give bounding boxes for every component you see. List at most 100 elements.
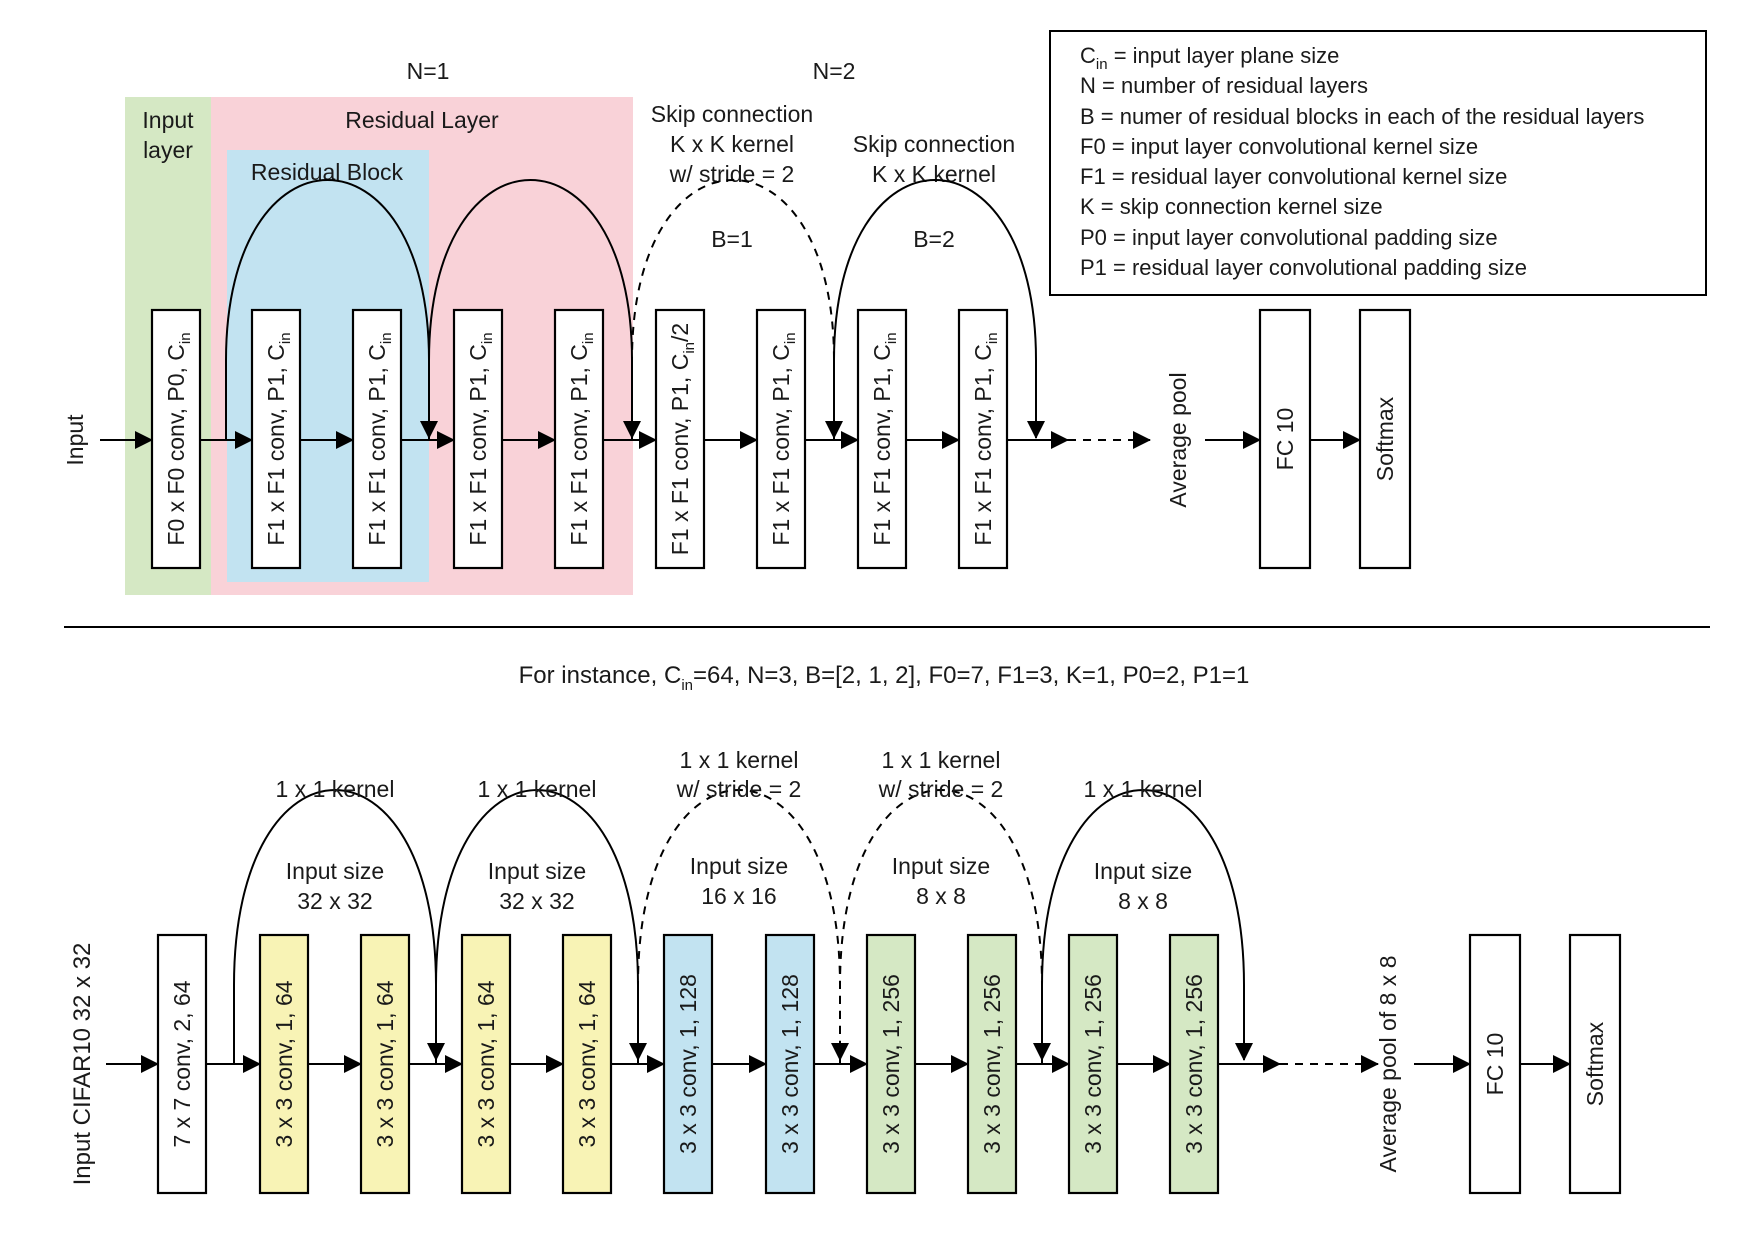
skip2-label-2: K x K kernel xyxy=(872,161,996,187)
bottom-input-label: Input CIFAR10 32 x 32 xyxy=(69,943,96,1186)
top-conv-block-8 xyxy=(856,308,908,570)
bottom-skip-stride-3: w/ stride = 2 xyxy=(676,776,802,802)
top-conv-block-3 xyxy=(351,308,403,570)
bottom-skip-label-2: 1 x 1 kernel xyxy=(478,776,597,802)
bottom-conv-block-2 xyxy=(258,933,310,1195)
bottom-conv-label-2: 3 x 3 conv, 1, 64 xyxy=(271,980,297,1147)
top-conv-label-6: F1 x F1 conv, P1, Cin/2 xyxy=(667,323,698,555)
bottom-conv-label-4: 3 x 3 conv, 1, 64 xyxy=(473,980,499,1147)
legend-line-8: P1 = residual layer convolutional paddin… xyxy=(1080,255,1527,280)
top-avg-pool-label: Average pool xyxy=(1165,372,1191,507)
bottom-avg-pool-label: Average pool of 8 x 8 xyxy=(1375,956,1401,1173)
bottom-conv-block-3 xyxy=(359,933,411,1195)
input-layer-label-2: layer xyxy=(143,137,193,163)
bottom-skip-arc-1 xyxy=(233,789,445,1064)
top-fc-label: FC 10 xyxy=(1272,408,1298,471)
bottom-conv-label-5: 3 x 3 conv, 1, 64 xyxy=(574,980,600,1147)
bottom-input-size-value-3: 16 x 16 xyxy=(701,883,776,909)
bottom-conv-block-7 xyxy=(764,933,816,1195)
top-conv-label-4: F1 x F1 conv, P1, Cin xyxy=(465,332,496,545)
skip-arc-3-dashed xyxy=(631,179,843,440)
bottom-input-size-label-3: Input size xyxy=(690,853,788,879)
legend-line-5: F1 = residual layer convolutional kernel… xyxy=(1080,164,1507,189)
bottom-diagram: Input CIFAR10 32 x 32 1 x 1 kernelInput … xyxy=(69,747,1622,1195)
skip1-label-3: w/ stride = 2 xyxy=(669,161,795,187)
top-conv-label-3: F1 x F1 conv, P1, Cin xyxy=(364,332,395,545)
bottom-conv-block-5 xyxy=(561,933,613,1195)
top-conv-label-8: F1 x F1 conv, P1, Cin xyxy=(869,332,900,545)
legend-line-6: K = skip connection kernel size xyxy=(1080,194,1383,219)
bottom-softmax-label: Softmax xyxy=(1582,1021,1608,1106)
bottom-input-size-label-2: Input size xyxy=(488,858,586,884)
top-softmax-label: Softmax xyxy=(1372,396,1398,481)
label-n1: N=1 xyxy=(407,58,450,84)
label-b1: B=1 xyxy=(711,226,753,252)
top-conv-block-5 xyxy=(553,308,605,570)
bottom-skip-label-5: 1 x 1 kernel xyxy=(1084,776,1203,802)
residual-layer-label: Residual Layer xyxy=(345,107,499,133)
bottom-blocks: 7 x 7 conv, 2, 64 3 x 3 conv, 1, 64 3 x 3 … xyxy=(156,933,1220,1195)
top-conv-label-1: F0 x F0 conv, P0, Cin xyxy=(163,332,194,545)
bottom-conv-label-8: 3 x 3 conv, 1, 256 xyxy=(878,974,904,1154)
bottom-conv-block-11 xyxy=(1168,933,1220,1195)
top-conv-label-2: F1 x F1 conv, P1, Cin xyxy=(263,332,294,545)
bottom-skip-arc-2 xyxy=(435,789,647,1064)
legend: Cin = input layer plane size N = number … xyxy=(1049,30,1707,296)
legend-line-4: F0 = input layer convolutional kernel si… xyxy=(1080,134,1478,159)
bottom-conv-label-10: 3 x 3 conv, 1, 256 xyxy=(1080,974,1106,1154)
skip-arc-4 xyxy=(833,179,1045,440)
bottom-fc-label: FC 10 xyxy=(1482,1033,1508,1096)
top-conv-block-1 xyxy=(150,308,202,570)
top-conv-label-5: F1 x F1 conv, P1, Cin xyxy=(566,332,597,545)
skip-arc-1 xyxy=(225,179,438,440)
top-conv-label-7: F1 x F1 conv, P1, Cin xyxy=(768,332,799,545)
bottom-input-size-value-1: 32 x 32 xyxy=(297,888,372,914)
top-conv-block-7 xyxy=(755,308,807,570)
top-fc-block xyxy=(1258,308,1312,570)
bottom-conv-block-9 xyxy=(966,933,1018,1195)
legend-line-2: N = number of residual layers xyxy=(1080,73,1368,98)
bottom-conv-label-7: 3 x 3 conv, 1, 128 xyxy=(777,974,803,1154)
bottom-input-size-value-4: 8 x 8 xyxy=(916,883,966,909)
top-conv-block-9 xyxy=(957,308,1009,570)
legend-line-7: P0 = input layer convolutional padding s… xyxy=(1080,225,1498,250)
bottom-skip-label-1: 1 x 1 kernel xyxy=(276,776,395,802)
bottom-skip-label-3: 1 x 1 kernel xyxy=(680,747,799,773)
legend-box xyxy=(1049,30,1707,296)
input-layer-label-1: Input xyxy=(142,107,194,133)
legend-line-1: Cin = input layer plane size xyxy=(1080,43,1339,73)
bottom-input-size-value-5: 8 x 8 xyxy=(1118,888,1168,914)
bottom-softmax-block xyxy=(1568,933,1622,1195)
top-input-label: Input xyxy=(62,414,88,466)
bottom-conv-block-6 xyxy=(662,933,714,1195)
label-n2: N=2 xyxy=(813,58,856,84)
top-conv-block-6 xyxy=(654,308,706,570)
bottom-skip-arc-4 xyxy=(839,789,1051,1064)
top-blocks: F0 x F0 conv, P0, Cin F1 x F1 conv, P1, C… xyxy=(150,308,1009,570)
top-softmax-block xyxy=(1358,308,1412,570)
bottom-input-size-label-4: Input size xyxy=(892,853,990,879)
bottom-input-size-label-1: Input size xyxy=(286,858,384,884)
top-conv-block-4 xyxy=(452,308,504,570)
bottom-conv-label-1: 7 x 7 conv, 2, 64 xyxy=(169,980,195,1147)
bottom-skip-stride-4: w/ stride = 2 xyxy=(878,776,1004,802)
skip-arc-2 xyxy=(428,179,641,440)
bottom-conv-block-4 xyxy=(460,933,512,1195)
legend-line-3: B = numer of residual blocks in each of … xyxy=(1080,104,1644,129)
top-conv-label-9: F1 x F1 conv, P1, Cin xyxy=(970,332,1001,545)
label-b2: B=2 xyxy=(913,226,955,252)
skip1-label-1: Skip connection xyxy=(651,101,813,127)
skip1-label-2: K x K kernel xyxy=(670,131,794,157)
bottom-conv-block-8 xyxy=(865,933,917,1195)
bottom-skip-arc-5 xyxy=(1041,789,1253,1064)
skip2-label-1: Skip connection xyxy=(853,131,1015,157)
bottom-input-size-label-5: Input size xyxy=(1094,858,1192,884)
bottom-conv-label-6: 3 x 3 conv, 1, 128 xyxy=(675,974,701,1154)
bottom-conv-label-3: 3 x 3 conv, 1, 64 xyxy=(372,980,398,1147)
bottom-conv-label-11: 3 x 3 conv, 1, 256 xyxy=(1181,974,1207,1154)
bottom-conv-block-10 xyxy=(1067,933,1119,1195)
bottom-conv-block-1 xyxy=(156,933,208,1195)
bottom-input-size-value-2: 32 x 32 xyxy=(499,888,574,914)
